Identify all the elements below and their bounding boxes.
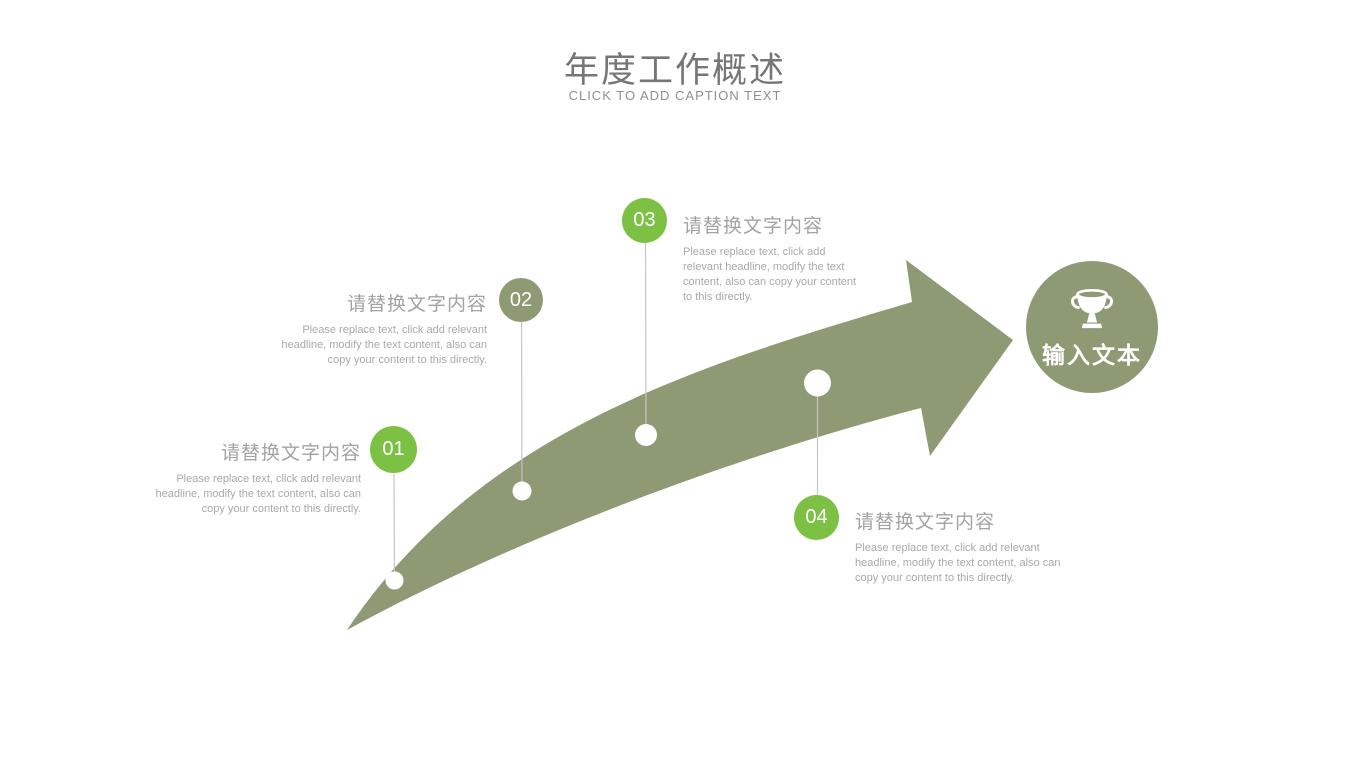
trophy-icon [1070,288,1114,328]
step-01-body[interactable]: Please replace text, click add relevant … [155,473,361,515]
connector-line-01 [393,473,396,581]
step-03-body[interactable]: Please replace text, click add relevant … [683,246,857,303]
connector-line-03 [644,242,647,436]
goal-circle[interactable]: 输入文本 [1026,261,1158,393]
step-03-text: 请替换文字内容 Please replace text, click add r… [683,211,893,305]
step-01-heading[interactable]: 请替换文字内容 [220,443,361,464]
step-04-text: 请替换文字内容 Please replace text, click add r… [855,507,1095,586]
anchor-dot-03 [635,424,657,446]
step-02-text: 请替换文字内容 Please replace text, click add r… [227,289,487,368]
step-04-heading[interactable]: 请替换文字内容 [855,512,996,533]
step-04-body[interactable]: Please replace text, click add relevant … [855,542,1061,584]
slide-subtitle[interactable]: CLICK TO ADD CAPTION TEXT [568,88,782,103]
growth-arrow [347,260,1013,630]
step-01-badge[interactable]: 01 [370,426,417,473]
connector-line-02 [520,321,523,492]
step-02-body[interactable]: Please replace text, click add relevant … [281,324,487,366]
step-03-heading[interactable]: 请替换文字内容 [683,216,824,237]
goal-label: 输入文本 [1042,341,1142,368]
anchor-dot-01 [385,571,404,590]
step-03-badge[interactable]: 03 [622,198,667,243]
step-02-badge[interactable]: 02 [499,278,543,322]
step-02-heading[interactable]: 请替换文字内容 [346,294,487,315]
anchor-dot-04 [804,369,831,397]
anchor-dot-02 [512,481,532,501]
step-01-text: 请替换文字内容 Please replace text, click add r… [101,438,361,517]
step-04-badge[interactable]: 04 [794,495,839,540]
slide-title[interactable]: 年度工作概述 [563,51,786,90]
